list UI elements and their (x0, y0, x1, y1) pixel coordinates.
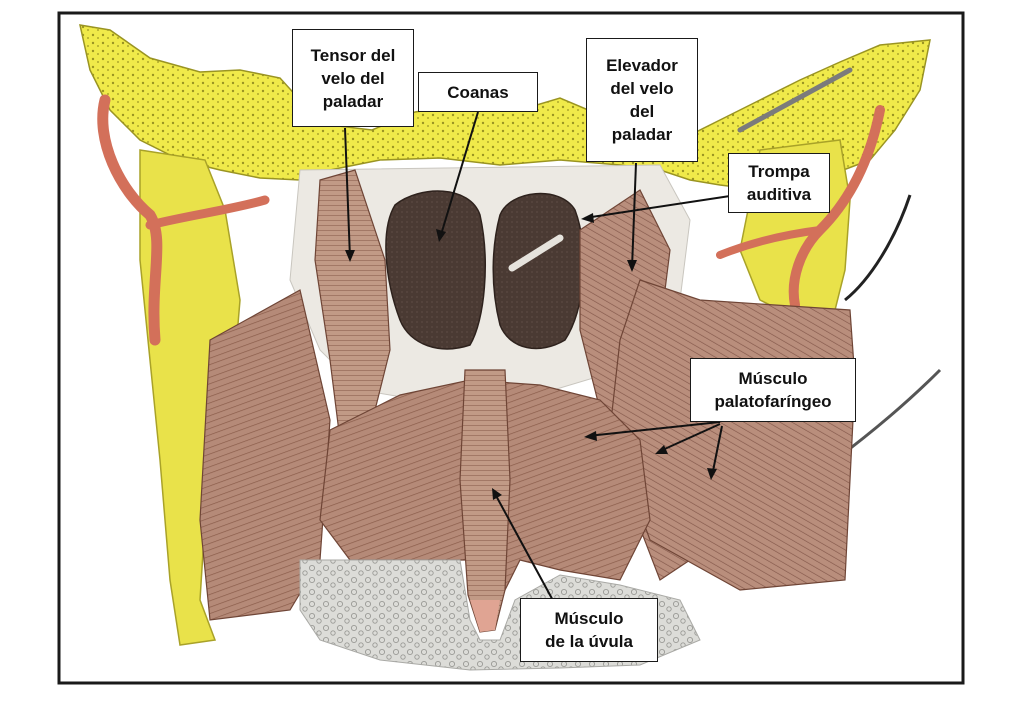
label-palatofaringeo-line-2: palatofaríngeo (714, 392, 832, 411)
label-elevador-line-1: Elevador (606, 56, 678, 75)
choana-right (492, 192, 585, 350)
musculus-uvulae (459, 369, 511, 633)
label-musculo-uvula: Músculo de la úvula (520, 598, 658, 662)
arrowhead-palatofaringeo-2 (655, 445, 668, 454)
label-elevador-line-3: del (629, 102, 655, 121)
label-tensor-line-3: paladar (322, 91, 384, 111)
arrowhead-coanas (436, 229, 446, 242)
arrowhead-elevador (627, 260, 637, 272)
label-trompa-auditiva: Trompa auditiva (728, 153, 830, 213)
leader-palatofaringeo-2 (657, 423, 721, 453)
arrowhead-trompa (581, 213, 594, 223)
left-artery-branch (145, 195, 270, 230)
label-palatofaringeo-line-1: Músculo (738, 369, 808, 388)
leader-palatofaringeo-1 (587, 421, 721, 437)
label-tensor-veli-palatini: Tensor del velo del paladar (292, 29, 414, 127)
instrument-hook-upper (737, 67, 853, 133)
leader-elevador (631, 162, 637, 269)
right-palatopharyngeus-muscle (609, 279, 856, 591)
leader-trompa (584, 195, 731, 219)
leader-tensor (344, 127, 351, 259)
leader-arrowheads (345, 213, 717, 500)
choana-left (385, 190, 486, 350)
leader-uvula (493, 491, 557, 607)
uvula-tip (470, 600, 500, 632)
label-elevador-veli-palatini: Elevador del velo del paladar (586, 38, 698, 162)
instrument-hook-right (844, 194, 912, 302)
label-musculo-palatofaringeo: Músculo palatofaríngeo (690, 358, 856, 422)
label-coanas: Coanas (418, 72, 538, 112)
arrowhead-uvula (492, 488, 502, 500)
label-elevador-line-4: paladar (611, 125, 673, 144)
right-artery-branch (716, 226, 824, 259)
leader-lines (344, 111, 731, 607)
leader-palatofaringeo-3 (711, 425, 723, 477)
label-trompa-line-2: auditiva (746, 185, 812, 204)
label-uvula-line-2: de la úvula (545, 632, 633, 651)
label-uvula-line-1: Músculo (554, 609, 624, 628)
arrowhead-tensor (345, 250, 355, 262)
label-coanas-text: Coanas (447, 82, 509, 102)
left-artery (97, 94, 163, 346)
left-pterygoid-bone (139, 149, 241, 646)
arrowhead-palatofaringeo-1 (584, 431, 597, 441)
nasal-septum-stick (508, 234, 564, 272)
leader-coanas (439, 111, 479, 239)
label-tensor-line-1: Tensor del (310, 45, 396, 65)
label-elevador-line-2: del velo (610, 79, 674, 98)
label-tensor-line-2: velo del (321, 68, 385, 88)
arrowhead-palatofaringeo-3 (707, 468, 717, 480)
label-trompa-line-1: Trompa (748, 162, 810, 181)
